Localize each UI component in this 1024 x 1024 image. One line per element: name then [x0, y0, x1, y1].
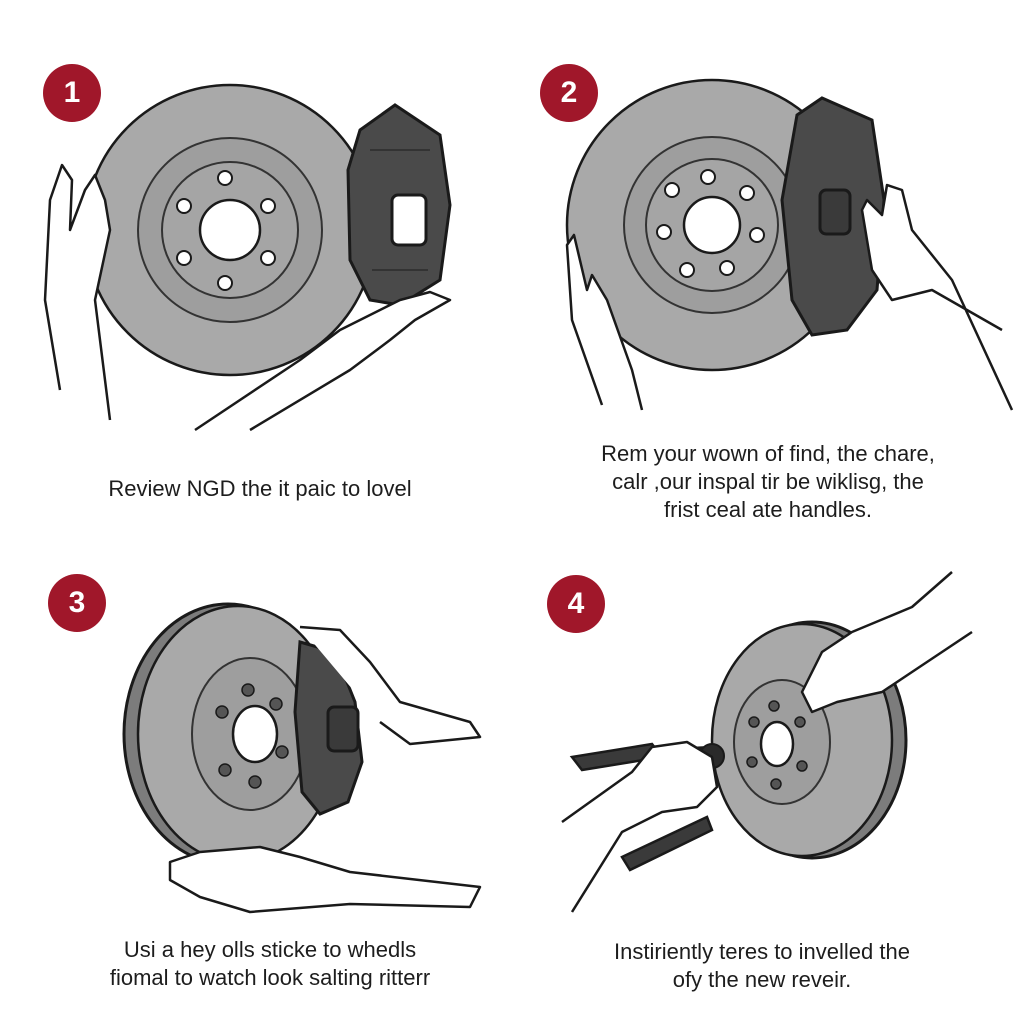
caption-line: Review NGD the it paic to lovel — [108, 476, 412, 501]
brake-rotor-icon — [122, 602, 340, 866]
caption-line: calr ,our inspal tir be wiklisg, the — [612, 469, 924, 494]
brake-caliper-icon — [346, 103, 452, 307]
step-caption: Usi a hey olls sticke to whedls fiomal t… — [0, 936, 540, 992]
brake-rotor-icon — [710, 620, 908, 860]
caption-line: Rem your wown of find, the chare, — [601, 441, 935, 466]
step-caption: Instiriently teres to invelled the ofy t… — [512, 938, 1012, 994]
caption-line: fiomal to watch look salting ritterr — [109, 965, 431, 990]
caption-line: Instiriently teres to invelled the — [614, 939, 910, 964]
hand-icon — [168, 625, 482, 914]
brake-rotor-icon — [83, 83, 377, 377]
hand-icon — [43, 163, 452, 432]
step-3-panel: 3 Usi a hey olls sticke to whedls fiomal… — [0, 512, 512, 1024]
step-number-badge: 1 — [43, 64, 101, 122]
step-1-panel: 1 Review NGD the it paic to lovel — [0, 0, 512, 512]
step-caption: Rem your wown of find, the chare, calr ,… — [512, 440, 1024, 524]
caption-line: Usi a hey olls sticke to whedls — [123, 937, 417, 962]
step-number-badge: 3 — [48, 574, 106, 632]
step-1-illustration — [43, 83, 452, 432]
step-3-illustration — [122, 602, 482, 914]
step-2-illustration — [565, 78, 1014, 411]
step-4-panel: 4 Instiriently teres to invelled the ofy… — [512, 512, 1024, 1024]
brake-caliper-icon — [780, 96, 886, 337]
step-4-illustration — [561, 571, 973, 913]
caption-line: ofy the new reveir. — [672, 967, 852, 992]
step-number-badge: 2 — [540, 64, 598, 122]
step-2-panel: 2 Rem your wown of find, the chare, calr… — [512, 0, 1024, 522]
caption-line: frist ceal ate handles. — [664, 497, 872, 522]
hand-icon — [565, 183, 1014, 411]
brake-rotor-icon — [565, 78, 859, 372]
hand-icon — [561, 571, 973, 913]
step-caption: Review NGD the it paic to lovel — [0, 475, 520, 503]
step-number-badge: 4 — [547, 575, 605, 633]
